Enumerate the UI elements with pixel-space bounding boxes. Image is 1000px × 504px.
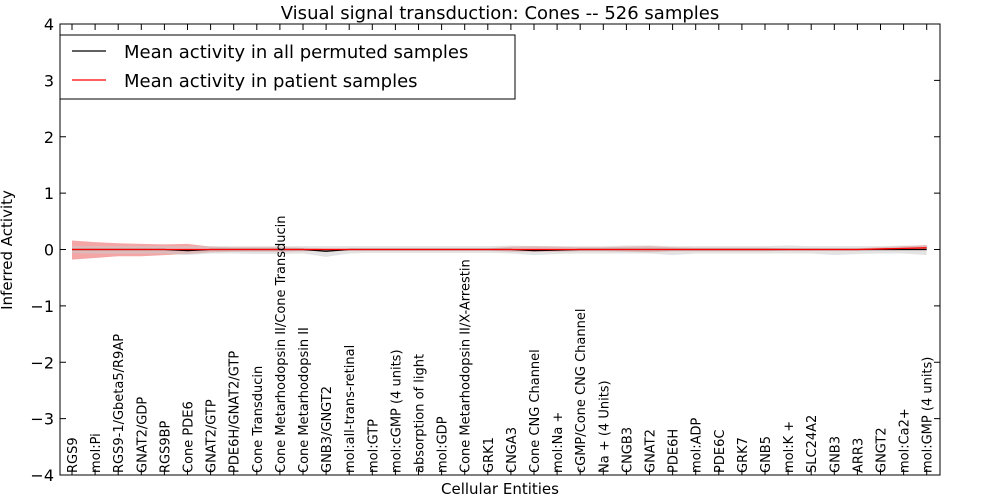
- x-tick-label: mol:GTP: [366, 419, 381, 473]
- y-tick-label: −1: [30, 297, 54, 316]
- x-tick-label: mol:ADP: [690, 417, 705, 473]
- x-tick-label: Na + (4 Units): [597, 380, 612, 473]
- y-tick-label: −3: [30, 410, 54, 429]
- x-tick-label: mol:all-trans-retinal: [343, 345, 358, 473]
- x-tick-label: Cone CNG Channel: [528, 349, 543, 473]
- x-tick-label: CNGA3: [505, 427, 520, 473]
- x-tick-label: GNB3/GNGT2: [320, 386, 335, 473]
- y-tick-label: −4: [30, 466, 54, 485]
- chart-title: Visual signal transduction: Cones -- 526…: [281, 3, 719, 24]
- x-tick-label: Cone Metarhodopsin II: [297, 327, 312, 473]
- x-tick-label: GNAT2/GTP: [205, 399, 220, 473]
- y-tick-label: 3: [44, 71, 54, 90]
- legend-box: [59, 34, 516, 100]
- x-tick-label: mol:GMP (4 units): [921, 357, 936, 473]
- x-tick-label: GRK7: [736, 437, 751, 473]
- x-tick-label: GNB3: [828, 436, 843, 473]
- x-tick-label: RGS9BP: [158, 420, 173, 473]
- x-tick-label: GNAT2/GDP: [135, 397, 150, 473]
- x-tick-label: GRK1: [482, 437, 497, 473]
- x-tick-label: GNB5: [759, 436, 774, 473]
- x-tick-label: SLC24A2: [805, 415, 820, 473]
- x-tick-label: RGS9: [66, 437, 81, 473]
- plot-frame: [59, 23, 941, 476]
- x-tick-label: RGS9-1/Gbeta5/R9AP: [112, 334, 127, 473]
- legend-label-patient: Mean activity in patient samples: [124, 71, 418, 92]
- y-tick-label: 4: [44, 15, 54, 34]
- x-tick-label: absorption of light: [413, 354, 428, 473]
- x-tick-label: mol:K +: [782, 421, 797, 473]
- band-permuted: [72, 245, 927, 257]
- x-tick-label: Cone PDE6: [182, 401, 197, 473]
- x-tick-label: Cone Metarhodopsin II/X-Arrestin: [459, 259, 474, 473]
- x-tick-label: PDE6C: [713, 430, 728, 473]
- x-tick-label: mol:Ca2+: [898, 408, 913, 473]
- y-axis-label: Inferred Activity: [0, 190, 16, 310]
- x-axis-label: Cellular Entities: [441, 480, 559, 498]
- y-tick-label: −2: [30, 353, 54, 372]
- y-tick-label: 1: [44, 184, 54, 203]
- x-tick-label: Cone Transducin: [251, 366, 266, 473]
- x-tick-label: GNAT2: [644, 429, 659, 473]
- x-tick-label: mol:Na +: [551, 412, 566, 473]
- legend: Mean activity in all permuted samples Me…: [59, 34, 516, 100]
- x-tick-label: mol:Pi: [89, 433, 104, 473]
- x-tick-label: GNGT2: [875, 427, 890, 473]
- x-tick-label: mol:cGMP (4 units): [389, 349, 404, 473]
- x-tick-label: cGMP/Cone CNG Channel: [574, 309, 589, 473]
- legend-label-permuted: Mean activity in all permuted samples: [124, 42, 468, 63]
- line-patient: [72, 247, 927, 251]
- x-tick-label: ARR3: [851, 438, 866, 473]
- y-tick-label: 0: [44, 241, 54, 260]
- x-tick-label: Cone Metarhodopsin II/Cone Transducin: [274, 216, 289, 474]
- x-tick-label: PDE6H: [667, 429, 682, 473]
- x-tick-label: PDE6H/GNAT2/GTP: [228, 351, 243, 473]
- y-tick-label: 2: [44, 128, 54, 147]
- x-tick-label: mol:GDP: [436, 416, 451, 473]
- x-tick-label: CNGB3: [620, 427, 635, 473]
